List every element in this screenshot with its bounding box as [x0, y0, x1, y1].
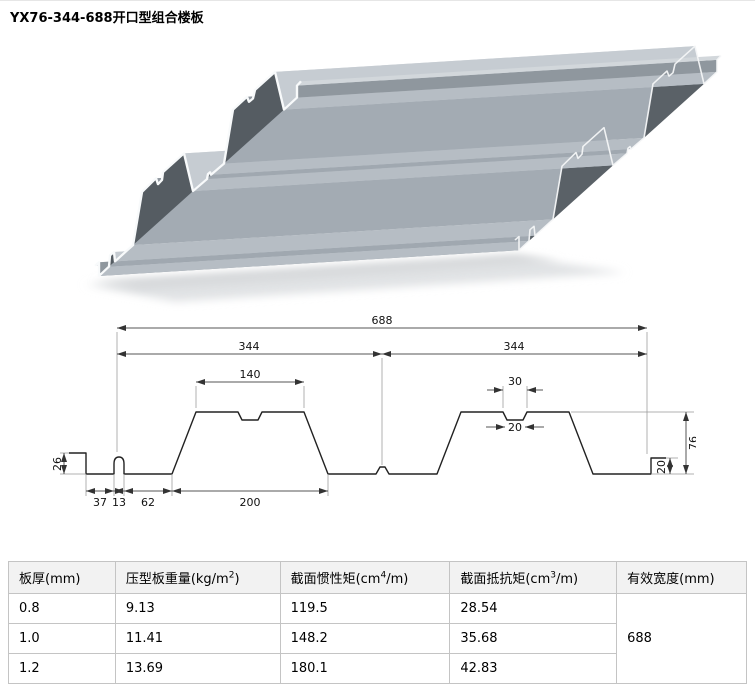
dim-right-edge-height: 20 — [655, 460, 668, 474]
far-cut-edge — [514, 45, 722, 251]
header-moment-of-inertia: 截面惯性矩(cm4/m) — [279, 561, 451, 594]
header-effective-width: 有效宽度(mm) — [616, 561, 747, 594]
dim-pitch-right: 344 — [504, 340, 525, 353]
table-cell: 35.68 — [449, 623, 618, 654]
table-row: 0.8 9.13 119.5 28.54 688 — [8, 593, 747, 684]
dim-left-edge-height: 26 — [51, 457, 64, 471]
table-cell: 13.69 — [114, 653, 281, 684]
product-render — [0, 29, 755, 312]
dim-pitch-left: 344 — [239, 340, 260, 353]
table-header-row: 板厚(mm) 压型板重量(kg/m2) 截面惯性矩(cm4/m) 截面抵抗矩(c… — [8, 561, 747, 594]
dim-notch-bottom: 20 — [508, 421, 522, 434]
section-profile — [69, 411, 666, 475]
table-row: 1.2 13.69 180.1 42.83 — [8, 653, 747, 684]
dim-top-flange: 140 — [240, 368, 261, 381]
deck-3d-render-svg — [85, 45, 722, 302]
header-section-modulus: 截面抵抗矩(cm3/m) — [449, 561, 618, 594]
dim-overall: 688 — [372, 314, 393, 327]
table-cell: 0.8 — [8, 593, 116, 624]
table-cell: 119.5 — [279, 593, 451, 624]
dim-notch-top: 30 — [508, 375, 522, 388]
header-weight: 压型板重量(kg/m2) — [114, 561, 281, 594]
page-title: YX76-344-688开口型组合楼板 — [10, 11, 204, 26]
dim-rib-base: 200 — [240, 496, 261, 509]
table-cell: 148.2 — [279, 623, 451, 654]
effective-width-value: 688 — [616, 593, 747, 684]
table-cell: 28.54 — [449, 593, 618, 624]
dimension-drawing: 688 344 344 140 30 20 26 76 20 37 13 62 … — [48, 314, 755, 549]
dim-13: 13 — [112, 496, 126, 509]
dimension-drawing-svg: 688 344 344 140 30 20 26 76 20 37 13 62 … — [51, 314, 696, 509]
dimension-lines — [61, 325, 689, 494]
table-cell: 42.83 — [449, 653, 618, 684]
header-thickness: 板厚(mm) — [8, 561, 116, 594]
dim-62: 62 — [141, 496, 155, 509]
near-cut-edge — [94, 70, 302, 278]
ground-shadow — [85, 254, 625, 302]
spec-table: 板厚(mm) 压型板重量(kg/m2) 截面惯性矩(cm4/m) 截面抵抗矩(c… — [8, 561, 747, 684]
table-cell: 9.13 — [114, 593, 281, 624]
dim-37: 37 — [93, 496, 107, 509]
deck-surfaces — [95, 46, 721, 276]
table-cell: 1.0 — [8, 623, 116, 654]
table-cell: 1.2 — [8, 653, 116, 684]
dim-section-height: 76 — [687, 436, 696, 450]
table-row: 1.0 11.41 148.2 35.68 — [8, 623, 747, 654]
table-cell: 180.1 — [279, 653, 451, 684]
table-cell: 11.41 — [114, 623, 281, 654]
